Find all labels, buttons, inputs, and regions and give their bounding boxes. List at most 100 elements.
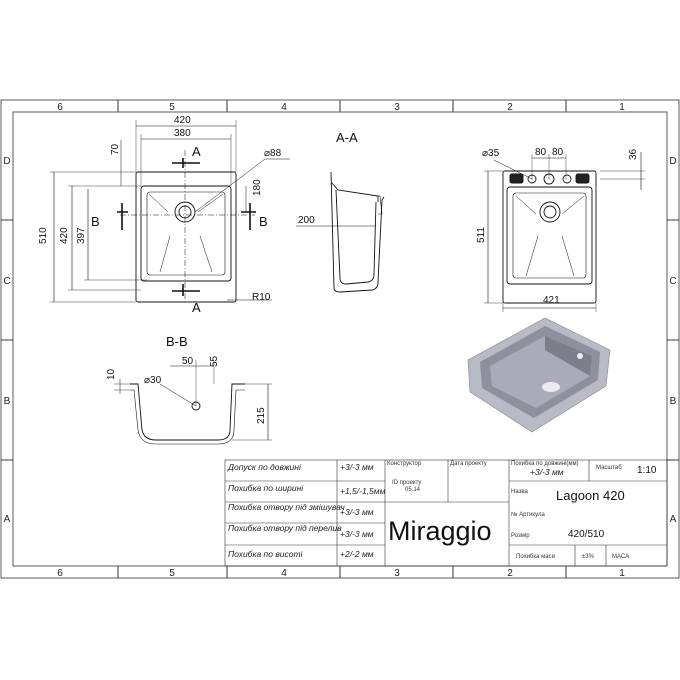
- dim-hole-35: ⌀35: [482, 148, 500, 159]
- top-view-labels: 420 380 70 ⌀88 180 510 420 397 R10 A A B…: [38, 115, 282, 315]
- zone-bottom-3: 3: [394, 568, 400, 579]
- section-a-top: A: [192, 144, 201, 159]
- tol-row-4-label: Похибка отвору під перелив: [228, 523, 342, 533]
- sink-bowl-outer: [140, 185, 232, 282]
- bowl-facets: [148, 193, 224, 273]
- back-view: [484, 152, 645, 312]
- zone-bottom-6: 6: [57, 568, 63, 579]
- section-aa-labels: A-A 200: [298, 130, 358, 226]
- dim-70: 70: [110, 143, 121, 155]
- scale-value: 1:10: [637, 465, 657, 476]
- zone-top-5: 5: [169, 102, 175, 113]
- dim-10: 10: [106, 368, 117, 380]
- tol-row-1-value: +3/-3 мм: [340, 462, 374, 472]
- scale-label: Масштаб: [596, 465, 622, 471]
- zone-right-a: A: [670, 514, 677, 525]
- mass-label: МАСА: [612, 554, 629, 560]
- dim-80-b: 80: [552, 147, 564, 158]
- product-name: Lagoon 420: [556, 488, 625, 503]
- dim-55: 55: [209, 355, 220, 367]
- title-block-text: Допуск по довжині +3/-3 мм Похибка по ши…: [227, 461, 657, 560]
- zone-left-b: B: [4, 396, 11, 407]
- top-view: [50, 120, 290, 303]
- tap-hole-3: [562, 174, 572, 184]
- size-label: Розмір: [511, 533, 530, 539]
- dim-height-397: 397: [76, 227, 87, 244]
- zone-right-c: C: [669, 276, 676, 287]
- tol-row-4-value: +3/-3 мм: [340, 529, 374, 539]
- section-bb-profile: [130, 383, 245, 441]
- section-bb-title: B-B: [166, 334, 188, 349]
- back-hole-right: [575, 173, 590, 184]
- project-id-label: ID проекту: [392, 480, 421, 486]
- dim-height-511: 511: [476, 227, 487, 243]
- section-aa-title: A-A: [336, 130, 358, 145]
- dim-hole-30: ⌀30: [144, 375, 162, 386]
- zone-labels-bottom: 6 5 4 3 2 1: [57, 568, 625, 579]
- mass-error-label: Похибка маси: [516, 554, 555, 560]
- sink-outline: [135, 171, 237, 303]
- dim-width-380: 380: [174, 128, 191, 139]
- project-id-value: 05.14: [405, 487, 421, 493]
- sink-bowl-inner: [146, 191, 226, 276]
- zone-bottom-5: 5: [169, 568, 175, 579]
- article-label: № Артикула: [511, 511, 545, 518]
- zone-bottom-1: 1: [619, 568, 625, 579]
- zone-top-2: 2: [507, 102, 513, 113]
- mass-error-value: ±3%: [582, 554, 595, 560]
- zone-labels-top: 6 5 4 3 2 1: [57, 102, 625, 113]
- dim-height-510: 510: [38, 227, 49, 244]
- back-hole-left: [509, 173, 524, 184]
- hole-error-value: +3/-3 мм: [530, 467, 564, 477]
- dim-180: 180: [252, 179, 263, 196]
- zone-labels-left: D C B A: [3, 156, 10, 525]
- hole-error-label: Похибка по довжині(мм): [511, 461, 579, 467]
- section-aa-view: [296, 171, 385, 293]
- back-bowl: [506, 186, 593, 285]
- tol-row-2-value: +1,5/-1,5мм: [340, 486, 386, 496]
- designer-label: Конструктор: [387, 461, 422, 467]
- section-b-left: B: [91, 214, 100, 229]
- dim-36: 36: [628, 148, 639, 160]
- dim-50: 50: [182, 356, 194, 367]
- dim-hole-88: ⌀88: [264, 148, 282, 159]
- dim-200: 200: [298, 215, 315, 226]
- zone-left-c: C: [3, 276, 10, 287]
- back-view-labels: ⌀35 80 80 36 511 421: [476, 147, 639, 306]
- brand-logo-text: Miraggio: [388, 516, 492, 546]
- section-aa-profile: [330, 171, 385, 293]
- dim-215: 215: [256, 407, 267, 424]
- tol-row-2-label: Похибка по ширині: [228, 483, 304, 493]
- section-a-bottom: A: [192, 300, 201, 315]
- name-label: Назва: [511, 489, 528, 495]
- section-bb-labels: B-B 10 ⌀30 50 55 215: [106, 334, 267, 424]
- zone-left-a: A: [4, 514, 11, 525]
- zone-top-3: 3: [394, 102, 400, 113]
- zone-top-6: 6: [57, 102, 63, 113]
- dim-width-421: 421: [543, 295, 560, 306]
- tol-row-5-label: Похибка по висоті: [228, 549, 304, 559]
- tol-row-5-value: +2/-2 мм: [340, 549, 374, 559]
- size-value: 420/510: [568, 529, 605, 540]
- back-outline: [502, 170, 597, 304]
- zone-bottom-2: 2: [507, 568, 513, 579]
- date-label: Дата проекту: [450, 461, 487, 467]
- section-bb-view: [114, 360, 272, 445]
- section-b-right: B: [259, 214, 268, 229]
- tol-row-1-label: Допуск по довжині: [227, 462, 302, 472]
- zone-left-d: D: [3, 156, 10, 167]
- zone-right-d: D: [669, 156, 676, 167]
- zone-top-4: 4: [281, 102, 287, 113]
- tol-row-3-label: Похибка отвору під змішувач: [228, 502, 345, 512]
- zone-top-1: 1: [619, 102, 625, 113]
- dim-height-420: 420: [59, 227, 70, 244]
- sink-3d-render: [467, 317, 611, 433]
- zone-labels-right: D C B A: [669, 156, 676, 525]
- zone-bottom-4: 4: [281, 568, 287, 579]
- dim-radius-r10: R10: [252, 292, 271, 303]
- zone-right-b: B: [670, 396, 677, 407]
- title-block: [224, 459, 668, 567]
- dim-80-a: 80: [535, 147, 547, 158]
- tol-row-3-value: +3/-3 мм: [340, 507, 374, 517]
